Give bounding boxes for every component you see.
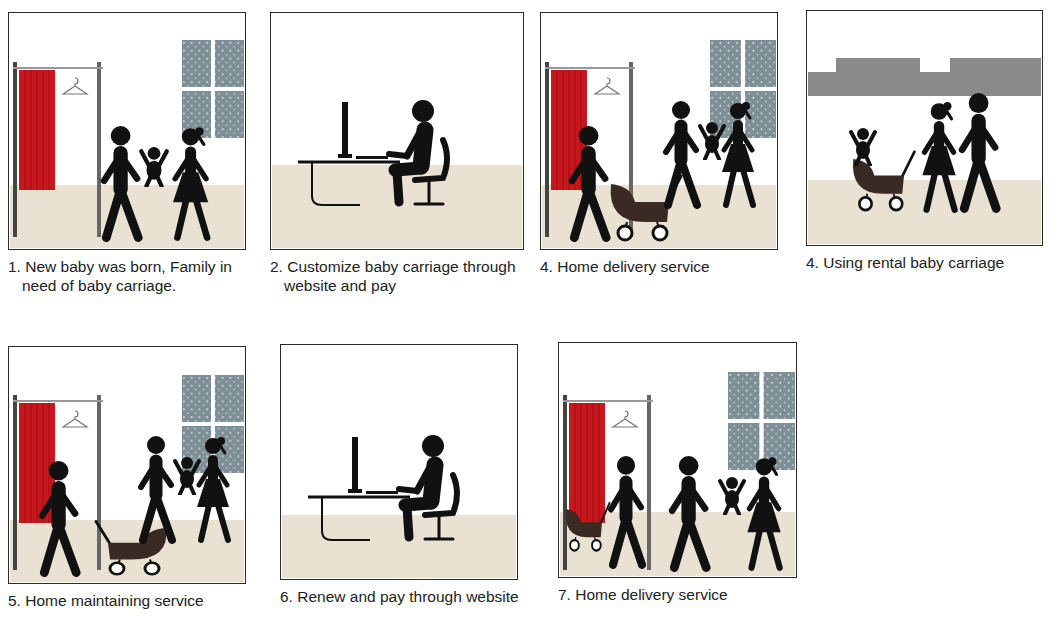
scene-renew	[282, 435, 516, 578]
baby-carriage	[96, 521, 166, 574]
courier	[611, 456, 642, 565]
panel-frame	[8, 12, 246, 250]
floor	[542, 185, 776, 248]
panel-caption: 4. Using rental baby carriage	[806, 254, 1058, 273]
computer-desk	[298, 102, 400, 205]
scene-order	[272, 100, 522, 248]
story-panel: 1. New baby was born, Family in need of …	[8, 12, 246, 250]
panel-caption: 6. Renew and pay through website	[280, 588, 520, 607]
panel-frame	[280, 344, 518, 580]
baby-carriage	[566, 503, 610, 551]
story-panel: 5. Home maintaining service	[8, 346, 246, 584]
father	[672, 456, 706, 568]
fitting-curtain	[545, 62, 637, 237]
story-panel: 2. Customize baby carriage through websi…	[270, 12, 524, 250]
scene-using	[808, 58, 1041, 244]
fitting-curtain	[13, 395, 105, 570]
fitting-curtain	[563, 395, 655, 570]
skyline-band	[950, 58, 1041, 74]
panel-caption: 1. New baby was born, Family in need of …	[8, 258, 258, 295]
baby	[720, 477, 744, 514]
father	[104, 126, 138, 238]
window	[182, 375, 244, 473]
scene-maintain	[10, 375, 244, 582]
window	[728, 372, 795, 470]
baby	[851, 128, 875, 165]
ground	[808, 180, 1041, 244]
floor	[272, 165, 522, 248]
window	[710, 40, 776, 138]
mother	[173, 127, 208, 237]
father	[666, 101, 697, 205]
panel-caption: 7. Home delivery service	[558, 586, 798, 605]
panel-caption: 5. Home maintaining service	[8, 592, 268, 611]
baby	[141, 147, 167, 186]
window	[182, 40, 244, 138]
skyline-band	[808, 72, 1041, 96]
baby-carriage	[611, 176, 681, 240]
panel-frame	[558, 342, 797, 578]
story-panel: 7. Home delivery service	[558, 342, 797, 578]
courier	[572, 126, 606, 238]
mother	[922, 102, 955, 210]
panel-caption: 4. Home delivery service	[540, 258, 800, 277]
panel-frame	[806, 10, 1043, 246]
story-panel: 6. Renew and pay through website	[280, 344, 518, 580]
story-panel: 4. Home delivery service	[540, 12, 778, 250]
scene-return	[560, 372, 795, 576]
computer-desk	[308, 437, 410, 540]
panel-caption: 2. Customize baby carriage through websi…	[270, 258, 570, 295]
technician	[42, 461, 76, 573]
baby-carriage	[853, 152, 915, 211]
panel-frame	[8, 346, 246, 584]
customer	[389, 100, 447, 204]
flipped-carriage	[96, 521, 166, 574]
floor	[10, 520, 244, 582]
scene-birth	[10, 40, 244, 248]
scene-delivery	[542, 40, 776, 248]
fitting-curtain	[13, 62, 105, 237]
panel-frame	[270, 12, 524, 250]
baby	[175, 457, 199, 494]
story-panel: 4. Using rental baby carriage	[806, 10, 1043, 246]
skyline-band	[836, 58, 920, 74]
customer	[399, 435, 457, 539]
baby	[700, 122, 724, 159]
floor	[560, 512, 795, 576]
father	[962, 93, 996, 208]
mother	[747, 457, 780, 567]
mother	[197, 437, 229, 540]
mother	[722, 102, 754, 205]
floor	[282, 515, 516, 578]
floor	[10, 185, 244, 248]
panel-frame	[540, 12, 778, 250]
father	[141, 436, 172, 540]
